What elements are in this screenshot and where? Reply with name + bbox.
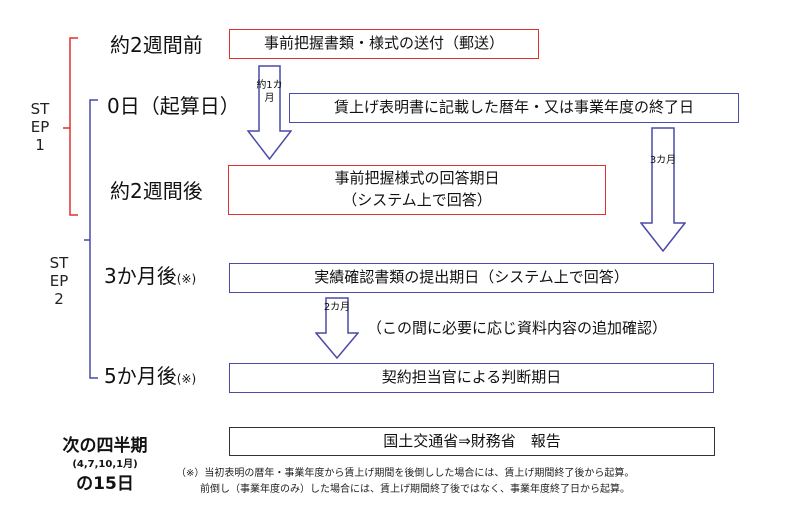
box-fiscal-year-end: 賃上げ表明書に記載した暦年・又は事業年度の終了日 — [289, 93, 739, 123]
footnote-line-2: 前倒し（事業年度のみ）した場合には、賃上げ期間終了後ではなく、事業年度終了日から… — [200, 483, 630, 495]
step1-bracket — [63, 37, 78, 216]
time-label-2weeks-after: 約2週間後 — [110, 179, 203, 203]
box-report: 国土交通省⇒財務省 報告 — [229, 427, 715, 456]
footnote: （※）当初表明の暦年・事業年度から賃上げ期間を後倒しした場合には、賃上げ期間終了… — [176, 466, 634, 497]
time-label-5months-after: 5か月後(※) — [104, 366, 196, 386]
footnote-mark: (※) — [176, 272, 197, 286]
next-quarter-months: (4,7,10,1月) — [72, 459, 138, 470]
time-label-day-zero: 0日（起算日） — [107, 94, 240, 118]
next-quarter-day: の15日 — [76, 474, 134, 494]
footnote-mark: (※) — [176, 372, 197, 386]
footnote-line-1: （※）当初表明の暦年・事業年度から賃上げ期間を後倒しした場合には、賃上げ期間終了… — [176, 468, 635, 479]
down-arrow-icon — [640, 127, 686, 252]
box-submission-deadline: 実績確認書類の提出期日（システム上で回答） — [229, 263, 714, 293]
arrow-1-month-label: 約1カ月 — [256, 80, 283, 104]
arrow-2-months-label: 2カ月 — [323, 302, 351, 313]
additional-check-note: （この間に必要に応じ資料内容の追加確認） — [367, 319, 668, 337]
down-arrow-icon — [247, 65, 292, 160]
step2-bracket — [84, 99, 98, 379]
next-quarter-title: 次の四半期 — [62, 436, 148, 456]
time-label-3months-text: 3か月後 — [104, 264, 177, 288]
box-answer-deadline: 事前把握様式の回答期日 （システム上で回答） — [228, 165, 606, 215]
time-label-2weeks-before: 約2週間前 — [110, 33, 203, 57]
arrow-3-months-label: 3カ月 — [649, 155, 677, 166]
time-label-5months-text: 5か月後 — [104, 364, 177, 388]
step1-label: STEP1 — [30, 100, 50, 154]
down-arrow-icon — [315, 297, 359, 359]
step2-label: STEP2 — [49, 254, 69, 308]
box-judgment-deadline: 契約担当官による判断期日 — [229, 363, 714, 393]
time-label-3months-after: 3か月後(※) — [104, 266, 196, 286]
answer-deadline-line1: 事前把握様式の回答期日 — [334, 169, 500, 188]
box-send-documents: 事前把握書類・様式の送付（郵送） — [229, 29, 539, 59]
answer-deadline-line2: （システム上で回答） — [342, 191, 492, 209]
arrow-2-months: 2カ月 — [315, 297, 359, 359]
arrow-1-month: 約1カ月 — [247, 65, 292, 160]
arrow-3-months: 3カ月 — [640, 127, 686, 252]
